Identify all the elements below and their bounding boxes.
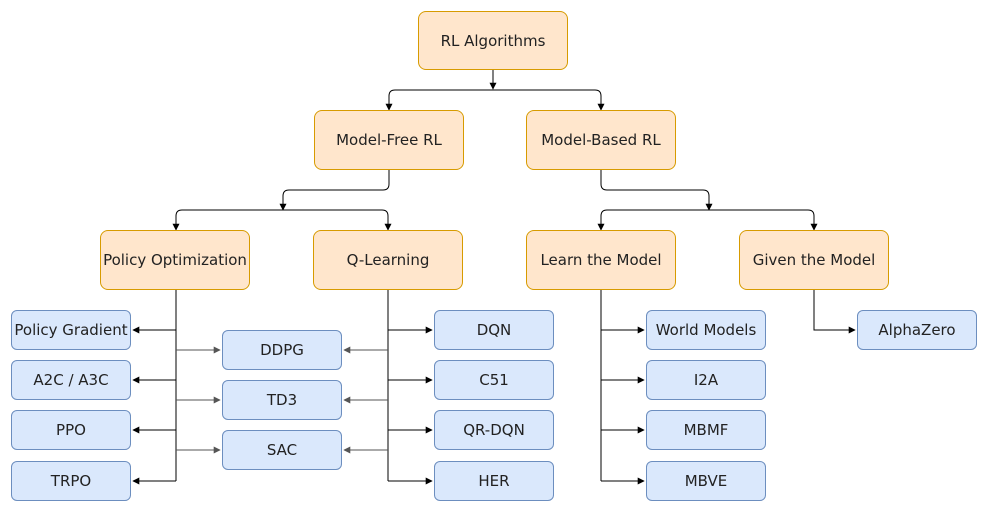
edge-modelfree-qlearning — [283, 209, 392, 231]
policy-optimization-label: Policy Optimization — [103, 251, 247, 269]
edge-modelfree-policyopt — [172, 209, 283, 231]
given-model-node: Given the Model — [739, 230, 889, 290]
leaf-ddpg: DDPG — [222, 330, 342, 370]
learn-model-node: Learn the Model — [526, 230, 676, 290]
model-based-node: Model-Based RL — [526, 110, 676, 170]
leaf-label: SAC — [266, 441, 298, 459]
leaf-c51: C51 — [434, 360, 554, 400]
root-label: RL Algorithms — [440, 31, 546, 50]
leaf-ppo: PPO — [11, 410, 131, 450]
leaf-a2c-a3c: A2C / A3C — [11, 360, 131, 400]
q-learning-node: Q-Learning — [313, 230, 463, 290]
leaf-mbmf: MBMF — [646, 410, 766, 450]
leaf-label: PPO — [56, 421, 86, 439]
leaf-label: MBVE — [684, 472, 728, 490]
edge-givenmodel-alphazero — [813, 290, 856, 334]
edge-modelfree-trunk — [279, 170, 390, 211]
policy-optimization-node: Policy Optimization — [100, 230, 250, 290]
leaf-label: A2C / A3C — [33, 371, 109, 389]
edge-modelbased-learn — [597, 209, 709, 231]
q-learning-label: Q-Learning — [346, 251, 430, 269]
model-free-label: Model-Free RL — [336, 131, 442, 149]
leaf-label: QR-DQN — [463, 421, 525, 439]
leaf-world-models: World Models — [646, 310, 766, 350]
leaf-her: HER — [434, 461, 554, 501]
edge-root-modelfree — [385, 89, 493, 111]
leaf-label: C51 — [479, 371, 509, 389]
given-model-label: Given the Model — [752, 251, 876, 269]
leaf-label: HER — [478, 472, 510, 490]
leaf-policy-gradient: Policy Gradient — [11, 310, 131, 350]
edge-root-modelbased — [493, 89, 605, 111]
leaf-label: TRPO — [50, 472, 92, 490]
leaf-label: Policy Gradient — [14, 321, 128, 339]
learn-model-label: Learn the Model — [540, 251, 662, 269]
model-free-node: Model-Free RL — [314, 110, 464, 170]
leaf-qr-dqn: QR-DQN — [434, 410, 554, 450]
edge-modelbased-given — [709, 209, 818, 231]
leaf-label: World Models — [655, 321, 757, 339]
edge-modelbased-trunk — [600, 170, 713, 211]
leaf-alphazero: AlphaZero — [857, 310, 977, 350]
leaf-dqn: DQN — [434, 310, 554, 350]
leaf-i2a: I2A — [646, 360, 766, 400]
leaf-label: TD3 — [266, 391, 298, 409]
leaf-sac: SAC — [222, 430, 342, 470]
model-based-label: Model-Based RL — [541, 131, 661, 149]
leaf-trpo: TRPO — [11, 461, 131, 501]
leaf-label: DQN — [476, 321, 512, 339]
leaf-label: I2A — [693, 371, 719, 389]
leaf-mbve: MBVE — [646, 461, 766, 501]
leaf-label: DDPG — [260, 341, 304, 359]
leaf-td3: TD3 — [222, 380, 342, 420]
root-node: RL Algorithms — [418, 11, 568, 70]
leaf-label: MBMF — [683, 421, 729, 439]
leaf-label: AlphaZero — [878, 321, 956, 339]
